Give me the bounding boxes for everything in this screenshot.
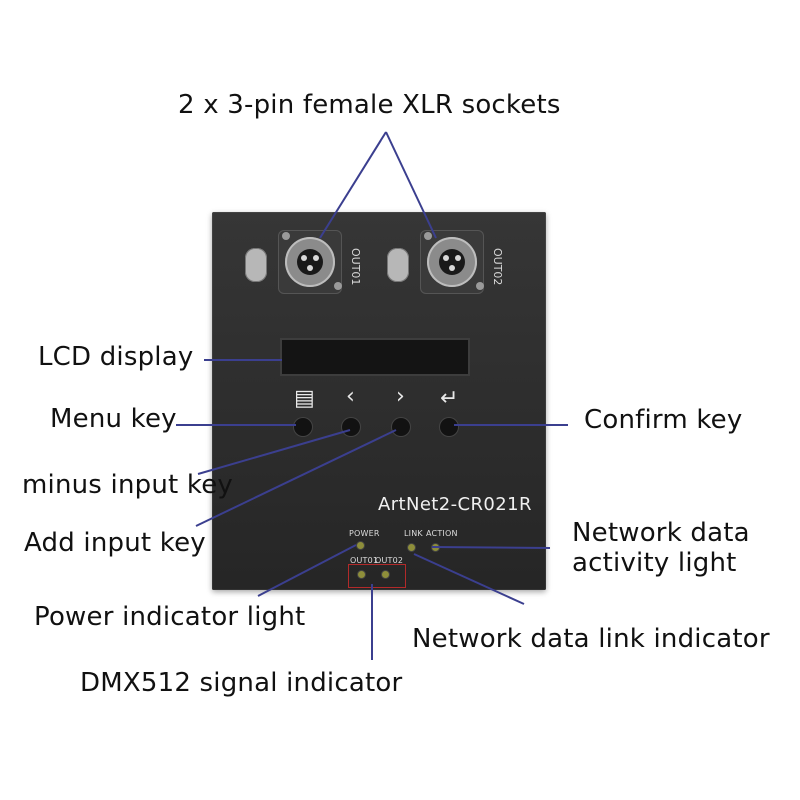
xlr-latch-icon [387, 248, 409, 282]
device-model: ArtNet2-CR021R [378, 494, 532, 515]
activity-leader-line [431, 546, 551, 549]
xlr-core-icon [439, 249, 465, 275]
menu-key-label: Menu key [50, 404, 177, 434]
add-key-label: Add input key [24, 528, 206, 558]
screw-icon [424, 232, 432, 240]
xlr-pin-icon [307, 265, 313, 271]
screw-icon [282, 232, 290, 240]
lcd-display-label: LCD display [38, 342, 194, 372]
dmx-signal-label: DMX512 signal indicator [80, 668, 403, 698]
xlr-ring-icon [285, 237, 335, 287]
xlr-pin-icon [301, 255, 307, 261]
xlr-leader-line-1 [319, 131, 387, 239]
lcd-screen [280, 338, 470, 376]
xlr-ring-icon [427, 237, 477, 287]
link-leader-line [413, 553, 525, 605]
power-led [357, 542, 364, 549]
action-label: ACTION [426, 529, 458, 538]
xlr-pin-icon [313, 255, 319, 261]
link-led [408, 544, 415, 551]
add-key-button[interactable] [392, 418, 410, 436]
xlr-pin-icon [449, 265, 455, 271]
list-icon: ▤ [294, 386, 315, 411]
device-panel: OUT01 OUT02 ▤ ‹ › ↵ ArtNet2-CR0 [212, 212, 546, 590]
menu-key-button[interactable] [294, 418, 312, 436]
dmx-out1-label: OUT01 [350, 556, 379, 565]
enter-icon: ↵ [440, 386, 459, 411]
xlr-leader-line-2 [385, 131, 437, 239]
minus-leader-line [197, 429, 351, 475]
xlr-pin-icon [443, 255, 449, 261]
dmx-out2-led [382, 571, 389, 578]
link-label: LINK [404, 529, 423, 538]
minus-key-label: minus input key [22, 470, 233, 500]
dmx-out1-led [358, 571, 365, 578]
screw-icon [334, 282, 342, 290]
dmx-out2-label: OUT02 [375, 556, 404, 565]
power-light-label: Power indicator light [34, 602, 306, 632]
power-leader-line [257, 544, 357, 597]
xlr-sockets-label: 2 x 3-pin female XLR sockets [178, 90, 561, 120]
xlr-socket-out1 [278, 230, 342, 294]
chevron-left-icon: ‹ [346, 384, 355, 409]
network-link-label: Network data link indicator [412, 624, 770, 654]
confirm-key-button[interactable] [440, 418, 458, 436]
xlr-socket-out2 [420, 230, 484, 294]
confirm-key-label: Confirm key [584, 405, 743, 435]
chevron-right-icon: › [396, 384, 405, 409]
screw-icon [476, 282, 484, 290]
add-leader-line [195, 429, 397, 527]
network-activity-label: Network data activity light [572, 518, 750, 578]
power-label: POWER [349, 529, 380, 538]
dmx-led-box [348, 564, 406, 588]
xlr-pin-icon [455, 255, 461, 261]
xlr-core-icon [297, 249, 323, 275]
xlr-latch-icon [245, 248, 267, 282]
